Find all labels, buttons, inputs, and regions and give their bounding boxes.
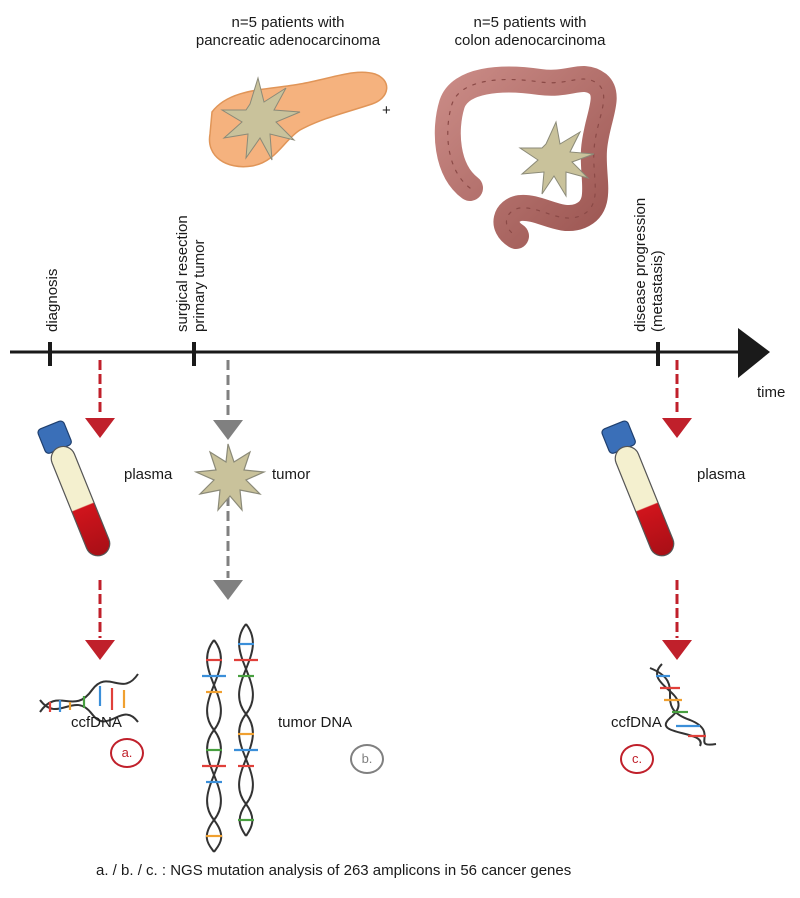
tumor-dna-arrow (213, 496, 243, 600)
plasma-arrow-2 (662, 360, 692, 438)
tumor-label: tumor (272, 466, 311, 483)
plasma-label-1: plasma (124, 466, 173, 483)
tumor-dna-label: tumor DNA (278, 714, 353, 731)
event-progression: disease progression (metastasis) (632, 197, 666, 332)
ccfdna-arrow-2 (662, 580, 692, 660)
blood-tube-icon-1 (37, 420, 111, 557)
plasma-label-2: plasma (697, 466, 746, 483)
footer-note: a. / b. / c. : NGS mutation analysis of … (96, 862, 572, 879)
marker-b: b. (350, 744, 384, 774)
plasma-arrow-1 (85, 360, 115, 438)
colon-cohort-label: n=5 patients with colon adenocarcinoma (454, 14, 606, 49)
ccfdna-label-2: ccfDNA (611, 714, 662, 731)
time-axis-label: time (757, 384, 786, 401)
marker-a: a. (110, 738, 144, 768)
ccfdna-helix-icon-2 (649, 663, 717, 747)
plus-sign: + (382, 102, 391, 119)
pancreas-illustration (208, 71, 388, 168)
ccfdna-label-1: ccfDNA (71, 714, 122, 731)
tumor-icon (193, 443, 267, 512)
pancreatic-cohort-label: n=5 patients with pancreatic adenocarcin… (195, 14, 381, 49)
tumor-arrow (213, 360, 243, 440)
colon-illustration (434, 66, 617, 249)
tumor-dna-helix-icon-1 (202, 639, 226, 853)
marker-c: c. (620, 744, 654, 774)
ccfdna-helix-icon-1 (39, 673, 139, 723)
blood-tube-icon-2 (601, 420, 675, 557)
event-resection: surgical resection primary tumor (174, 215, 208, 332)
tumor-dna-helix-icon-2 (234, 623, 258, 837)
timeline-arrowhead (738, 328, 770, 378)
ccfdna-arrow-1 (85, 580, 115, 660)
event-diagnosis: diagnosis (44, 268, 61, 332)
